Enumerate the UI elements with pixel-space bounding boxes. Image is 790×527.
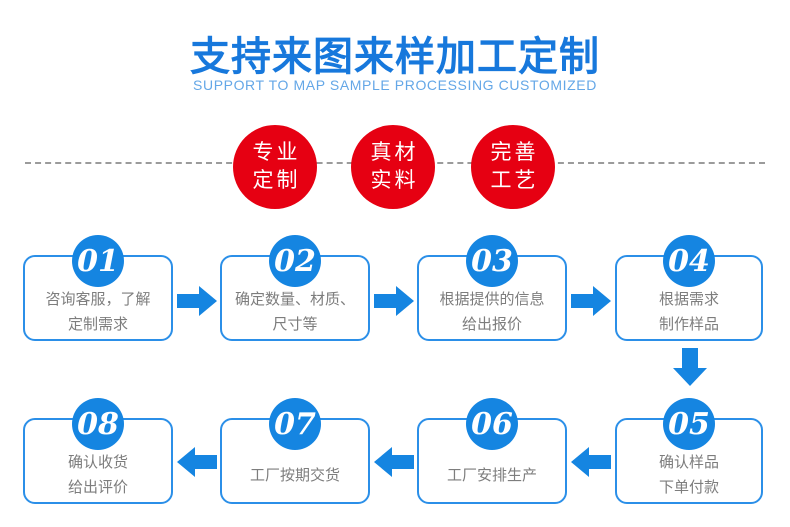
step-text: 根据提供的信息 给出报价 <box>421 287 563 337</box>
badge-text-line: 实料 <box>370 169 419 192</box>
step-number-badge: 08 <box>72 398 124 450</box>
badge-text-line: 专业 <box>252 141 301 164</box>
step-01: 01 咨询客服，了解 定制需求 <box>23 235 173 341</box>
step-06: 06 工厂安排生产 <box>417 398 567 504</box>
arrow-right-icon <box>571 286 611 316</box>
badge-text-line: 定制 <box>252 169 301 192</box>
step-text-line: 根据需求 <box>658 291 719 308</box>
step-text: 确认样品 下单付款 <box>619 450 759 500</box>
arrow-down-icon <box>673 348 707 386</box>
step-number-badge: 06 <box>466 398 518 450</box>
step-07: 07 工厂按期交货 <box>220 398 370 504</box>
badge-text-line: 完善 <box>490 141 539 164</box>
step-08: 08 确认收货 给出评价 <box>23 398 173 504</box>
page-subtitle: SUPPORT TO MAP SAMPLE PROCESSING CUSTOMI… <box>193 77 597 93</box>
step-text: 咨询客服，了解 定制需求 <box>27 287 169 337</box>
badge-perfect-craft: 完善 工艺 <box>471 125 555 209</box>
arrow-left-icon <box>374 447 414 477</box>
step-text: 工厂按期交货 <box>224 450 366 500</box>
step-03: 03 根据提供的信息 给出报价 <box>417 235 567 341</box>
step-text-line: 给出评价 <box>67 479 128 496</box>
badge-text-line: 真材 <box>370 141 419 164</box>
step-text-line: 确认收货 <box>67 454 128 471</box>
step-text: 确认收货 给出评价 <box>27 450 169 500</box>
arrow-right-icon <box>177 286 217 316</box>
arrow-right-icon <box>374 286 414 316</box>
step-box <box>615 418 763 504</box>
step-number-badge: 03 <box>466 235 518 287</box>
page-title: 支持来图来样加工定制 <box>190 35 600 79</box>
step-text-line: 工厂按期交货 <box>249 466 340 484</box>
step-text: 确定数量、材质、 尺寸等 <box>224 287 366 337</box>
step-number-badge: 02 <box>269 235 321 287</box>
step-text-line: 给出报价 <box>461 316 522 333</box>
step-number-badge: 01 <box>72 235 124 287</box>
step-text: 根据需求 制作样品 <box>619 287 759 337</box>
step-05: 05 确认样品 下单付款 <box>615 398 763 504</box>
arrow-left-icon <box>177 447 217 477</box>
step-text-line: 尺寸等 <box>272 316 318 333</box>
badge-real-materials: 真材 实料 <box>351 125 435 209</box>
step-text-line: 工厂安排生产 <box>446 466 537 484</box>
step-text: 工厂安排生产 <box>421 450 563 500</box>
step-text-line: 咨询客服，了解 <box>45 291 151 308</box>
step-text-line: 下单付款 <box>658 479 719 496</box>
step-number-badge: 04 <box>663 235 715 287</box>
step-box <box>23 255 173 341</box>
step-text-line: 定制需求 <box>67 316 128 333</box>
step-04: 04 根据需求 制作样品 <box>615 235 763 341</box>
step-text-line: 根据提供的信息 <box>439 291 545 308</box>
arrow-left-icon <box>571 447 611 477</box>
step-text-line: 确定数量、材质、 <box>234 291 355 308</box>
step-number-badge: 07 <box>269 398 321 450</box>
badge-text-line: 工艺 <box>490 169 539 192</box>
step-text-line: 制作样品 <box>658 316 719 333</box>
step-number-badge: 05 <box>663 398 715 450</box>
step-text-line: 确认样品 <box>658 454 719 471</box>
step-02: 02 确定数量、材质、 尺寸等 <box>220 235 370 341</box>
badge-professional-customization: 专业 定制 <box>233 125 317 209</box>
